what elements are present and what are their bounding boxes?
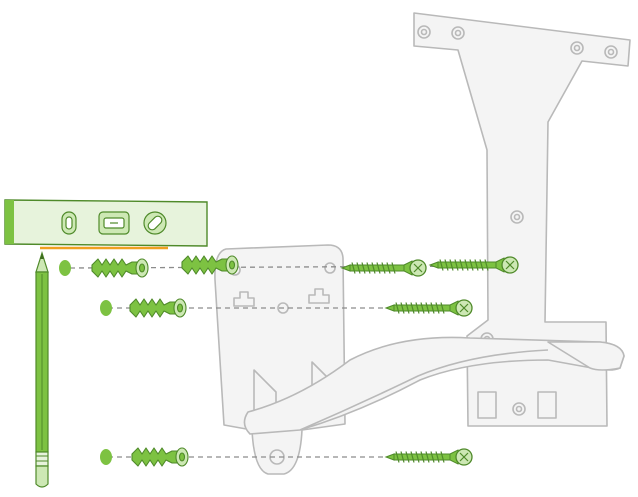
screw-icon [428, 256, 519, 274]
drill-hole-marks [59, 260, 112, 465]
anchor-icon [91, 258, 149, 278]
anchor-icon [131, 447, 189, 467]
screw-icon [384, 299, 473, 317]
screw-icon [340, 259, 427, 277]
anchor-icon [181, 255, 239, 275]
hole-mark-icon [100, 449, 112, 465]
spirit-level-icon [4, 199, 208, 250]
wall-plate-icon [214, 244, 346, 475]
pencil-icon [35, 251, 49, 488]
wall-anchors [91, 255, 239, 467]
screw-icon [384, 448, 473, 466]
mount-bracket-icon [413, 12, 631, 427]
anchor-icon [129, 298, 187, 318]
hole-mark-icon [100, 300, 112, 316]
swing-arm-icon [243, 336, 625, 435]
screws [340, 256, 519, 466]
hole-mark-icon [59, 260, 71, 276]
